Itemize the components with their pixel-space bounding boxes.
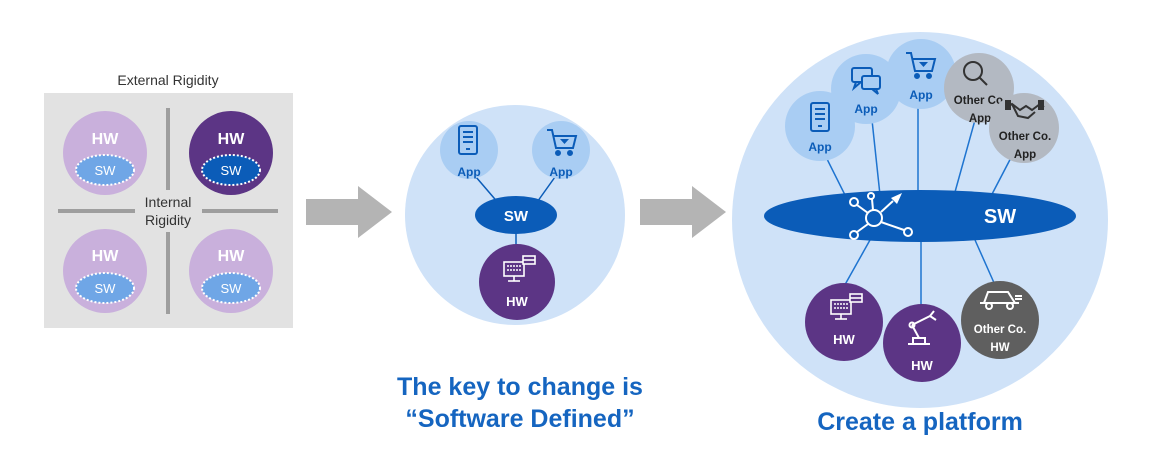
other-co-label: Other Co.	[974, 324, 1026, 336]
hw-label: HW	[218, 248, 246, 265]
sw-platform-node: SW	[764, 190, 1076, 242]
app-node-cart-right: App	[886, 39, 956, 109]
sw-label: SW	[95, 281, 117, 296]
hw-node-robot: HW	[883, 304, 961, 382]
other-co-app-node-search: Other Co. App	[944, 53, 1014, 125]
handshake-icon	[1005, 100, 1045, 120]
right-caption: Create a platform	[817, 408, 1023, 436]
hub-icon	[849, 192, 913, 240]
module-top-right: HW SW	[189, 111, 273, 195]
app-label: App	[808, 140, 831, 154]
sw-label: SW	[504, 208, 529, 225]
robot-arm-icon	[908, 310, 937, 345]
cart-icon	[547, 129, 578, 156]
terminal-icon	[830, 293, 863, 320]
app-label: App	[549, 165, 572, 179]
arrow-right-1	[306, 186, 392, 238]
app-node-tablet: App	[440, 121, 498, 179]
terminal-icon	[503, 255, 536, 282]
tablet-icon	[458, 125, 478, 155]
car-icon	[980, 291, 1022, 310]
tablet-icon	[810, 102, 830, 132]
other-co-label: Other Co.	[954, 95, 1006, 107]
app-label: App	[854, 102, 877, 116]
other-app-label: App	[1014, 149, 1036, 161]
other-co-label: Other Co.	[999, 131, 1051, 143]
sw-label: SW	[95, 163, 117, 178]
app-node-chat: App	[831, 54, 901, 124]
hw-label: HW	[92, 248, 120, 265]
hw-node-middle: HW	[479, 244, 555, 320]
other-co-hw-node-car: Other Co. HW	[961, 281, 1039, 359]
arrow-right-2	[640, 186, 726, 238]
app-label: App	[909, 88, 932, 102]
hw-label: HW	[506, 294, 528, 309]
sw-label: SW	[221, 163, 243, 178]
sw-label: SW	[221, 281, 243, 296]
hw-label: HW	[833, 332, 855, 347]
sw-label: SW	[984, 206, 1016, 228]
hw-label: HW	[911, 358, 933, 373]
hw-label: HW	[218, 131, 246, 148]
search-icon	[963, 61, 988, 86]
other-co-app-node-handshake: Other Co. App	[989, 93, 1059, 163]
app-node-cart: App	[532, 121, 590, 179]
module-bottom-right: HW SW	[189, 229, 273, 313]
module-top-left: HW SW	[63, 111, 147, 195]
caption-line-2: “Software Defined”	[405, 405, 635, 433]
module-bottom-left: HW SW	[63, 229, 147, 313]
caption-line-1: The key to change is	[397, 373, 643, 401]
cart-icon	[906, 52, 937, 79]
internal-rigidity-label-2: Rigidity	[145, 212, 191, 228]
other-hw-label: HW	[990, 342, 1009, 354]
external-rigidity-title: External Rigidity	[117, 72, 218, 88]
other-app-label: App	[969, 113, 991, 125]
sw-node-middle: SW	[475, 196, 557, 234]
chat-icon	[851, 67, 881, 95]
hw-node-terminal: HW	[805, 283, 883, 361]
app-label: App	[457, 165, 480, 179]
hw-label: HW	[92, 131, 120, 148]
middle-caption: The key to change is “Software Defined”	[355, 371, 685, 435]
internal-rigidity-label-1: Internal	[145, 194, 192, 210]
